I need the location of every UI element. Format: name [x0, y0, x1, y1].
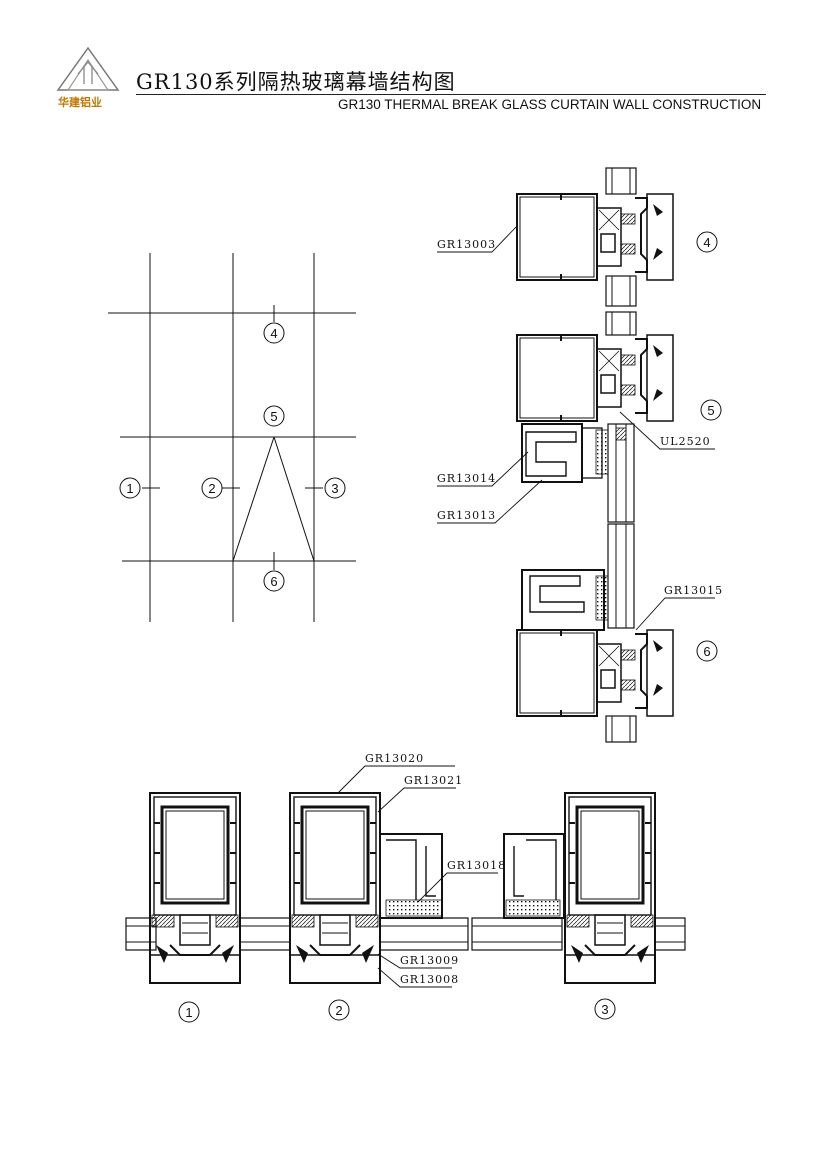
label-gr13020: GR13020	[365, 752, 424, 765]
drawing-title-cn: GR130系列隔热玻璃幕墙结构图	[136, 70, 456, 94]
leader-lines	[337, 225, 715, 988]
vertical-section-5	[516, 311, 674, 523]
section-mark-4-detail: 4	[696, 231, 718, 253]
section-mark-1-plan: 1	[119, 477, 141, 499]
svg-text:4: 4	[703, 235, 710, 250]
vertical-section-6	[516, 523, 674, 743]
section-mark-4-plan: 4	[263, 322, 285, 344]
company-logo: 华建铝业	[56, 46, 120, 109]
section-mark-6-detail: 6	[696, 640, 718, 662]
section-mark-3-detail: 3	[594, 998, 616, 1020]
section-mark-2-detail: 2	[328, 999, 350, 1021]
logo-text: 华建铝业	[58, 95, 102, 109]
label-gr13015: GR13015	[664, 584, 723, 597]
svg-text:3: 3	[331, 481, 338, 496]
label-ul2520: UL2520	[660, 435, 711, 448]
section-mark-5-plan: 5	[263, 405, 285, 427]
svg-text:6: 6	[703, 644, 710, 659]
label-gr13018: GR13018	[447, 859, 506, 872]
svg-text:5: 5	[270, 409, 277, 424]
svg-text:5: 5	[707, 403, 714, 418]
horizontal-section-3	[471, 791, 686, 985]
horizontal-section-1	[125, 791, 291, 985]
svg-text:1: 1	[126, 481, 133, 496]
section-mark-5-detail: 5	[700, 399, 722, 421]
horizontal-section-2	[288, 791, 469, 985]
svg-text:1: 1	[185, 1005, 192, 1020]
label-gr13021: GR13021	[404, 774, 463, 787]
label-gr13014: GR13014	[437, 472, 496, 485]
title-rule	[136, 94, 766, 95]
section-mark-6-plan: 6	[263, 570, 285, 592]
section-mark-2-plan: 2	[201, 477, 223, 499]
svg-text:2: 2	[208, 481, 215, 496]
svg-text:6: 6	[270, 574, 277, 589]
label-gr13013: GR13013	[437, 509, 496, 522]
section-mark-3-plan: 3	[324, 477, 346, 499]
label-gr13008: GR13008	[400, 973, 459, 986]
svg-text:4: 4	[270, 326, 277, 341]
vertical-section-4	[516, 167, 674, 307]
drawing-title-en: GR130 THERMAL BREAK GLASS CURTAIN WALL C…	[338, 97, 762, 112]
label-gr13003: GR13003	[437, 238, 496, 251]
svg-text:3: 3	[601, 1002, 608, 1017]
section-mark-1-detail: 1	[178, 1001, 200, 1023]
label-gr13009: GR13009	[400, 954, 459, 967]
elevation-key-plan	[108, 253, 356, 622]
svg-text:2: 2	[335, 1003, 342, 1018]
